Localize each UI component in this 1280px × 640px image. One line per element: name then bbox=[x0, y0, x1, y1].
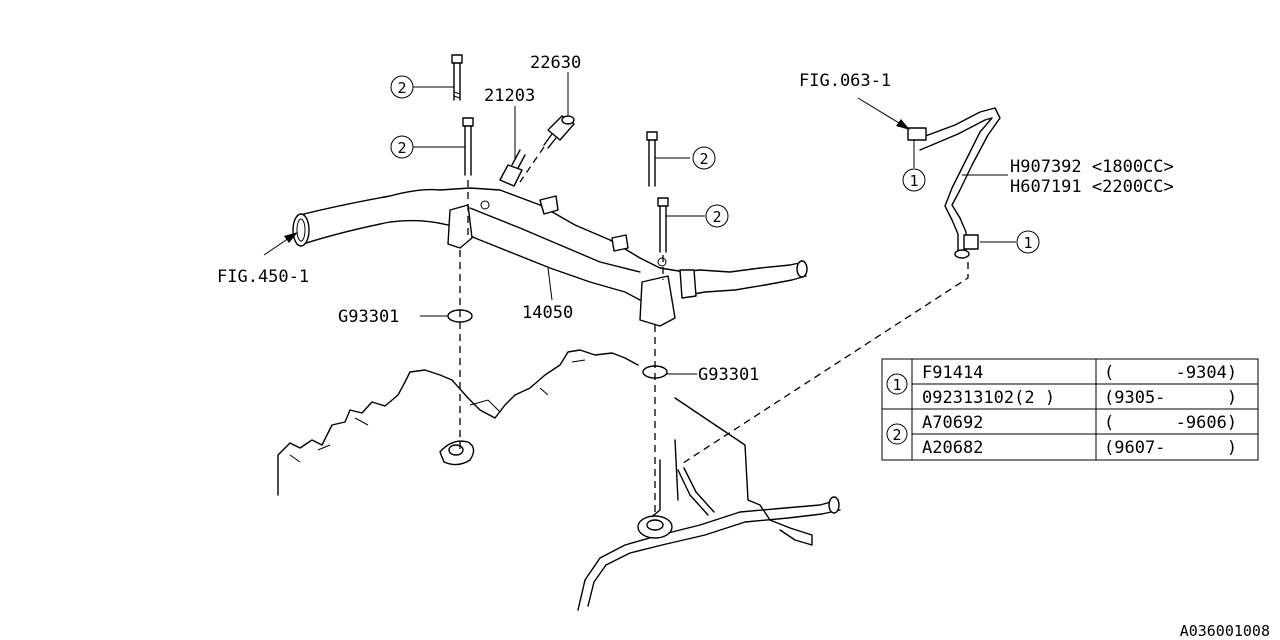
label-h907392: H907392 <1800CC> bbox=[1010, 157, 1174, 177]
pipe-side-boss bbox=[611, 234, 629, 252]
table-row-part: 092313102(2 ) bbox=[922, 388, 1055, 408]
pipe-right-boss bbox=[639, 275, 676, 327]
table-row-part: A20682 bbox=[922, 438, 983, 458]
svg-text:2: 2 bbox=[397, 79, 406, 97]
sensor-22630 bbox=[543, 115, 575, 149]
engine-detail bbox=[289, 359, 586, 463]
ref-circle-1-upper: 1 bbox=[902, 168, 926, 192]
diagram-id: A036001008 bbox=[1180, 622, 1270, 640]
engine-lower-right bbox=[674, 397, 813, 546]
arrow-fig063 bbox=[896, 119, 910, 130]
assembly-line-sensor-22630 bbox=[519, 146, 545, 183]
label-g93301-right: G93301 bbox=[698, 365, 759, 385]
lower-hose-end bbox=[828, 496, 840, 514]
svg-text:1: 1 bbox=[1023, 234, 1032, 252]
bolt-right-lower bbox=[657, 197, 669, 253]
svg-text:2: 2 bbox=[699, 150, 708, 168]
water-pipe-inner-line bbox=[469, 207, 641, 273]
hose-upper-clip bbox=[907, 127, 927, 141]
table-row-range: (9305- ) bbox=[1104, 388, 1237, 408]
arrow-fig450 bbox=[284, 232, 298, 243]
bolt-second-left bbox=[462, 117, 474, 176]
pipe-sensor-boss bbox=[539, 195, 559, 215]
leader-fig063 bbox=[857, 97, 905, 127]
engine-block-outline bbox=[277, 349, 639, 496]
ref-circle-2-a: 2 bbox=[390, 75, 414, 99]
leader-14050 bbox=[547, 267, 553, 301]
bolt-top-left bbox=[451, 54, 463, 101]
pipe-inlet-inner bbox=[296, 218, 306, 242]
water-pipe-body-top bbox=[299, 187, 686, 273]
table-row-range: (9607- ) bbox=[1104, 438, 1237, 458]
pipe-right-outlet-end bbox=[796, 260, 808, 278]
label-h607191: H607191 <2200CC> bbox=[1010, 177, 1174, 197]
ref-circle-2-b: 2 bbox=[390, 135, 414, 159]
hose-lower-end bbox=[954, 249, 970, 259]
sensor-21203 bbox=[499, 149, 526, 187]
parts-table: 1 2 F91414 ( -9304) 092313102(2 ) (9305-… bbox=[881, 358, 1259, 461]
label-22630: 22630 bbox=[530, 53, 581, 73]
table-row-range: ( -9606) bbox=[1104, 413, 1237, 433]
label-fig063: FIG.063-1 bbox=[799, 71, 891, 91]
assembly-line-hose bbox=[679, 262, 969, 466]
table-ref-circle-1: 1 bbox=[886, 373, 908, 395]
table-ref-circle-2: 2 bbox=[886, 423, 908, 445]
svg-text:2: 2 bbox=[397, 139, 406, 157]
table-row-part: A70692 bbox=[922, 413, 983, 433]
left-port-hole bbox=[448, 444, 464, 456]
table-row-part: F91414 bbox=[922, 363, 983, 383]
table-row-range: ( -9304) bbox=[1104, 363, 1237, 383]
lower-port-hole bbox=[646, 519, 664, 531]
ref-circle-2-d: 2 bbox=[705, 204, 729, 228]
ref-circle-2-c: 2 bbox=[692, 146, 716, 170]
svg-text:2: 2 bbox=[712, 208, 721, 226]
ref-circle-1-lower: 1 bbox=[1016, 230, 1040, 254]
svg-text:2: 2 bbox=[892, 426, 901, 444]
pipe-hole-1 bbox=[480, 200, 490, 210]
lower-small-hose bbox=[677, 467, 715, 516]
bolt-right-upper bbox=[646, 131, 658, 187]
pipe-left-boss bbox=[447, 204, 473, 249]
pipe-right-outlet-collar bbox=[679, 269, 697, 299]
engine-lower-left-edge bbox=[647, 439, 679, 521]
hose-h907392 bbox=[919, 107, 1001, 253]
water-pipe-lower-hose bbox=[577, 499, 841, 611]
label-g93301-left: G93301 bbox=[338, 307, 399, 327]
water-pipe-body-bottom bbox=[299, 219, 641, 301]
svg-text:1: 1 bbox=[909, 172, 918, 190]
label-21203: 21203 bbox=[484, 86, 535, 106]
hose-lower-clip bbox=[963, 234, 979, 250]
pipe-inlet-opening bbox=[292, 213, 310, 247]
svg-text:1: 1 bbox=[892, 376, 901, 394]
label-14050: 14050 bbox=[522, 303, 573, 323]
pipe-right-outlet bbox=[679, 261, 807, 297]
label-fig450: FIG.450-1 bbox=[217, 267, 309, 287]
pipe-hole-2 bbox=[657, 257, 667, 267]
